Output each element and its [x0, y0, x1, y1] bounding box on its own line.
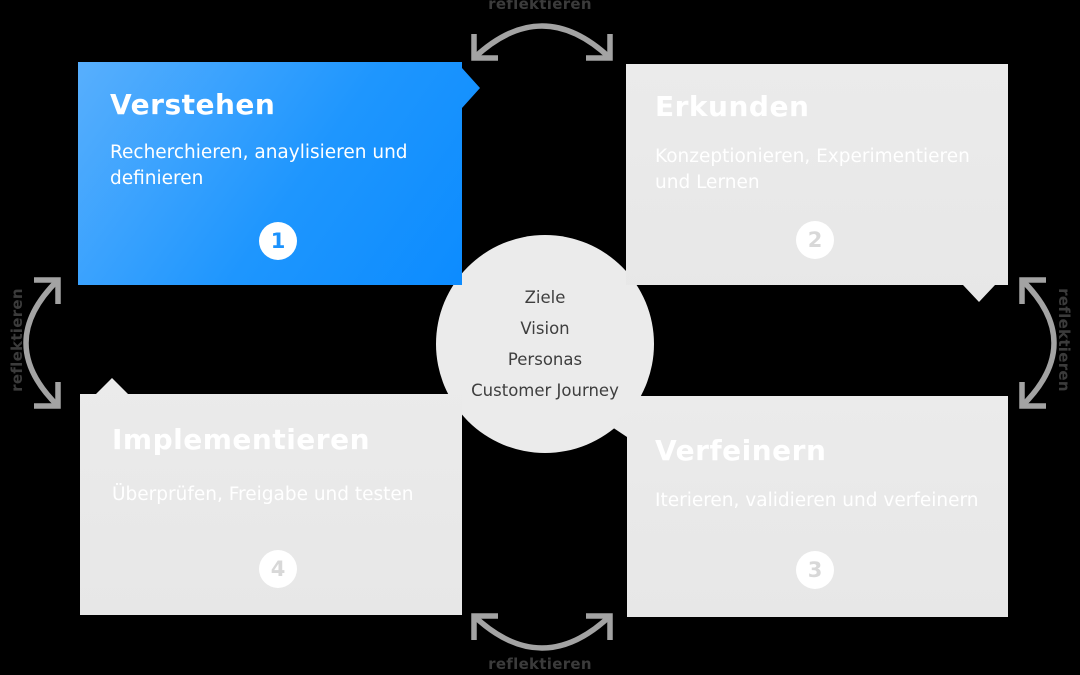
stage-title-implementieren: Implementieren: [112, 423, 371, 456]
hub-line-customer-journey: Customer Journey: [471, 381, 619, 400]
stage-title-verstehen: Verstehen: [110, 88, 276, 121]
cycle-label-bottom: reflektieren: [488, 655, 592, 673]
cycle-label-left: reflektieren: [8, 288, 26, 392]
cycle-arrow-bottom-icon: [471, 613, 613, 651]
hub-line-ziele: Ziele: [524, 288, 566, 307]
hub-line-vision: Vision: [520, 319, 570, 338]
hub-line-personas: Personas: [507, 350, 583, 369]
stage-panel-verfeinern: Verfeinern Iterieren, validieren und ver…: [609, 396, 1008, 617]
stage-title-erkunden: Erkunden: [655, 90, 810, 123]
step-number-badge-4: 4: [259, 550, 297, 588]
stage-description-erkunden: Konzeptionieren, Experimentieren und Ler…: [655, 146, 970, 193]
center-hub-circle: Ziele Vision Personas Customer Journey: [436, 235, 654, 453]
stage-description-implementieren: Überprüfen, Freigabe und testen: [112, 484, 414, 505]
stage-description-verfeinern: Iterieren, validieren und verfeinern: [655, 490, 979, 511]
stage-description-verstehen: Recherchieren, anaylisieren und definier…: [110, 142, 408, 189]
cycle-arrow-top-icon: [471, 23, 613, 61]
cycle-label-right: reflektieren: [1055, 288, 1073, 392]
step-number-badge-1: 1: [259, 222, 297, 260]
cycle-label-top: reflektieren: [488, 0, 592, 13]
stage-panel-erkunden: Erkunden Konzeptionieren, Experimentiere…: [626, 64, 1008, 302]
step-number-badge-3: 3: [796, 551, 834, 589]
step-number-badge-2: 2: [796, 221, 834, 259]
stage-title-verfeinern: Verfeinern: [655, 434, 827, 467]
cycle-arrow-right-icon: [1019, 277, 1057, 409]
cycle-arrow-left-icon: [23, 277, 61, 409]
